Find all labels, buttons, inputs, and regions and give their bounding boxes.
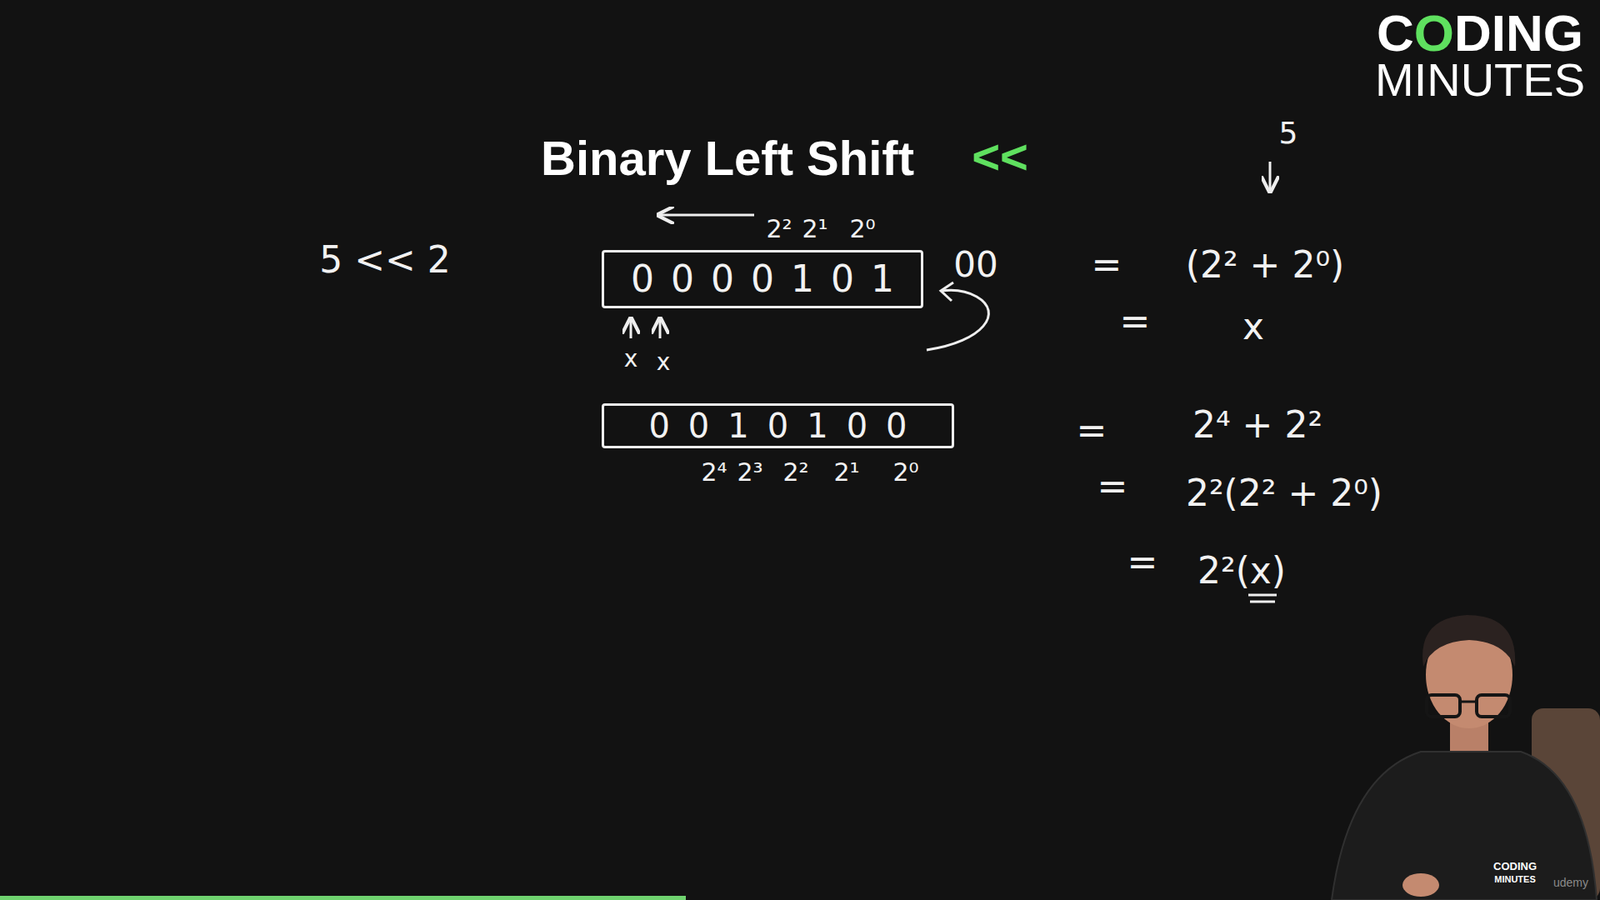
progress-bar	[0, 895, 686, 900]
logo-letter: G	[1543, 4, 1584, 62]
equals-sign: =	[1120, 301, 1151, 342]
watermark: udemy	[1553, 876, 1589, 890]
down-arrow	[1269, 161, 1272, 190]
shirt-logo: CODING	[1493, 860, 1537, 873]
drop-arrow	[659, 320, 662, 339]
logo-text: MINUTES	[1375, 54, 1585, 106]
presenter	[1331, 615, 1600, 900]
slide-title: Binary Left Shift	[540, 131, 915, 185]
glasses	[1476, 695, 1510, 717]
math-step: 2²(x)	[1197, 550, 1286, 591]
insert-arrowhead	[940, 282, 954, 301]
logo-letter: C	[1376, 4, 1415, 62]
math-step: x	[1242, 306, 1265, 347]
logo-letter: O	[1414, 4, 1455, 62]
math-step: (2² + 2⁰)	[1185, 245, 1345, 285]
equals-sign: =	[1091, 245, 1123, 285]
place-value: 2⁰	[849, 215, 875, 243]
glasses	[1426, 695, 1460, 717]
math-step: 2²(2² + 2⁰)	[1185, 473, 1383, 514]
bit-register: 0000101	[601, 250, 924, 309]
underline	[1248, 594, 1277, 597]
glasses-bridge	[1460, 700, 1477, 704]
place-value: 2²	[782, 458, 809, 486]
equals-sign: =	[1076, 410, 1108, 451]
torso	[1331, 751, 1597, 900]
operator-symbol: <<	[971, 130, 1029, 184]
logo-letter: D	[1454, 4, 1492, 62]
place-value: 2¹	[833, 458, 860, 486]
value: 5	[1279, 116, 1299, 150]
logo-letter: N	[1505, 4, 1544, 62]
dropped-bit: x	[624, 346, 639, 373]
bit-register: 0010100	[601, 403, 955, 449]
place-value: 2²	[765, 215, 792, 243]
place-value: 2¹	[801, 215, 828, 243]
underline	[1250, 600, 1275, 604]
hair	[1422, 615, 1515, 667]
equals-sign: =	[1097, 466, 1129, 507]
equals-sign: =	[1127, 542, 1159, 583]
hand	[1402, 873, 1440, 897]
dropped-bit: x	[656, 350, 671, 376]
shift-arrow	[660, 214, 755, 217]
logo-letter: I	[1491, 4, 1506, 62]
math-step: 2⁴ + 2²	[1192, 405, 1323, 445]
logo-text: CODING	[1376, 5, 1584, 62]
shirt-logo: MINUTES	[1494, 874, 1536, 885]
place-value: 2⁰	[892, 458, 919, 486]
expression: 5 << 2	[319, 240, 451, 280]
bit-string: 0000101	[614, 259, 911, 300]
shifted-in-bits: 00	[953, 245, 998, 285]
place-value: 2⁴	[700, 458, 727, 486]
place-value: 2³	[736, 458, 763, 486]
insert-arrow	[926, 290, 989, 350]
drop-arrow	[630, 320, 633, 339]
bit-string: 0010100	[630, 407, 925, 445]
